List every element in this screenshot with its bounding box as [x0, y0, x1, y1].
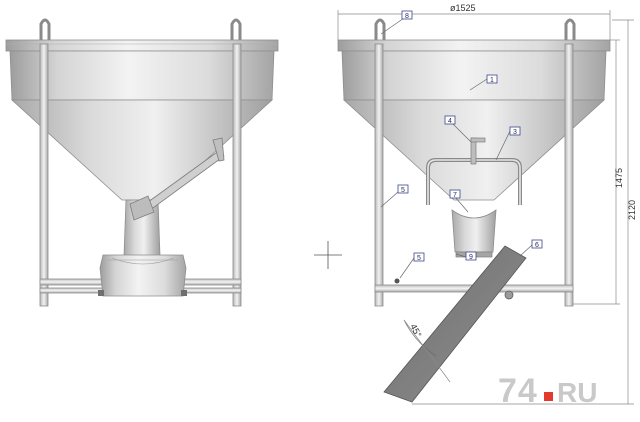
dim-chute-angle: 45°: [408, 322, 423, 339]
discharge-chute: [383, 245, 527, 403]
watermark-dot: [544, 392, 553, 401]
frame-post-right: [232, 43, 242, 307]
chute-pivot: [504, 290, 514, 300]
gate-pin-right: [181, 290, 187, 296]
dim-body-height: 1475: [614, 168, 624, 188]
watermark-digits: 74: [498, 372, 538, 410]
callout-5-upper: 5: [401, 187, 405, 194]
lever-bracket: [129, 195, 155, 221]
lifting-loop-left: [39, 18, 51, 44]
gate-housing: [99, 254, 187, 297]
lifting-loop-right: [230, 18, 242, 44]
site-watermark: 74 RU: [498, 372, 597, 410]
callout-9: 9: [469, 254, 473, 261]
lifting-loop-right-side: [564, 18, 576, 44]
callout-6: 6: [535, 242, 539, 249]
front-view: [5, 18, 279, 307]
dimensions: ø1525 1475 2120 45°: [314, 3, 637, 405]
frame-post-right-side: [564, 43, 574, 307]
callout-8: 8: [405, 13, 409, 20]
frame-post-left: [39, 43, 49, 307]
callout-5-lower: 5: [417, 255, 421, 262]
callout-4: 4: [448, 118, 452, 125]
callout-1: 1: [490, 77, 494, 84]
watermark-suffix: RU: [557, 377, 597, 408]
angle-arc: [403, 319, 437, 357]
side-view: [337, 18, 611, 403]
gate-pin-left: [98, 290, 104, 296]
callout-3: 3: [513, 129, 517, 136]
callouts: 8 1 4 3 7 9 5 6 5: [380, 10, 543, 279]
lever-handle: [212, 137, 225, 162]
frame-post-left-side: [374, 43, 384, 307]
callout-7: 7: [453, 192, 457, 199]
dim-total-height: 2120: [627, 200, 637, 220]
lifting-loop-left-side: [374, 18, 386, 44]
outlet-nozzle-side: [451, 209, 497, 253]
dim-top-width: ø1525: [450, 3, 476, 13]
